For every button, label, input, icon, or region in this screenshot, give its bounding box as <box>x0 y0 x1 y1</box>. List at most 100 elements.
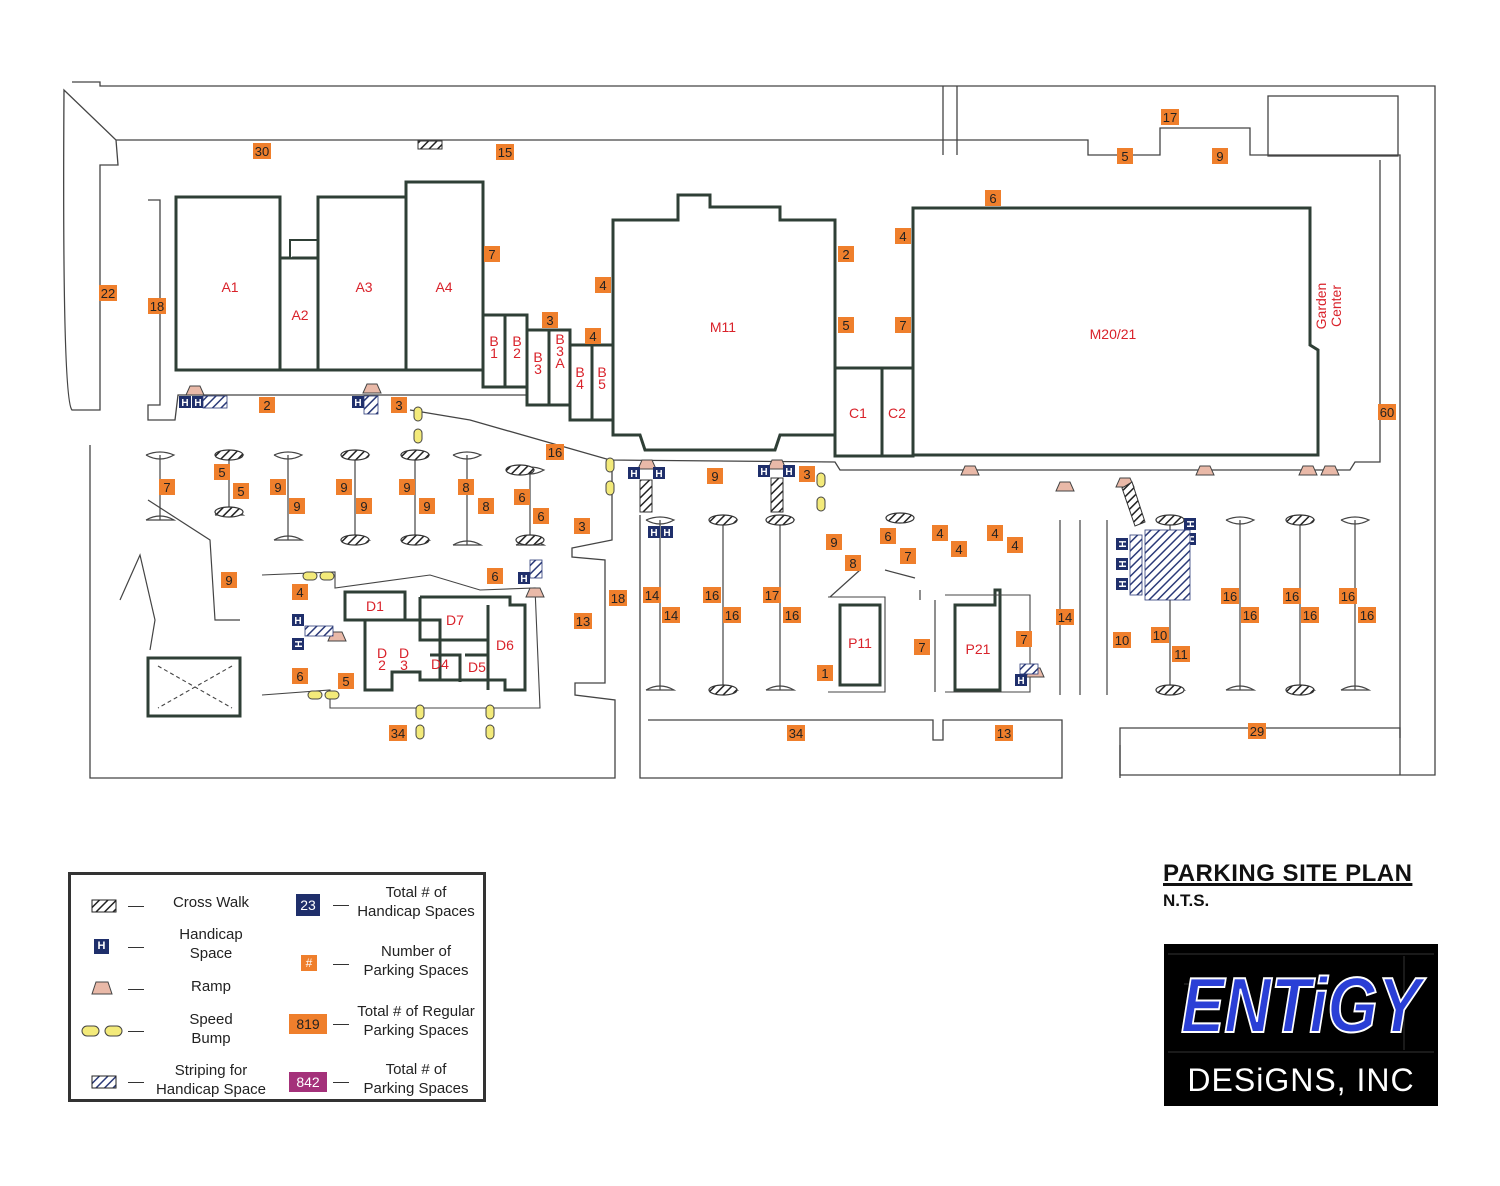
building-label-d6: D6 <box>496 637 514 653</box>
site-perimeter <box>63 81 1436 779</box>
svg-text:6: 6 <box>491 569 498 584</box>
lot-count-badge: 6 <box>292 668 308 684</box>
svg-text:H: H <box>1186 535 1197 542</box>
lot-count-badge: 9 <box>221 572 237 588</box>
logo-subtitle: DESiGNS, INC <box>1187 1062 1415 1098</box>
lot-count-badge: 34 <box>389 725 407 741</box>
handicap-space-icon: H <box>1116 538 1129 550</box>
building-label-m11: M11 <box>710 319 736 335</box>
lot-count-badge: 9 <box>399 479 415 495</box>
lot-count-badge: 5 <box>338 673 354 689</box>
lot-count-badge: 9 <box>270 479 286 495</box>
svg-text:18: 18 <box>150 299 164 314</box>
lot-count-badge: 9 <box>336 479 352 495</box>
handicap-space-icon: H <box>1116 558 1129 570</box>
svg-text:1: 1 <box>821 666 828 681</box>
svg-text:H: H <box>1118 540 1129 547</box>
lot-count-badge: 30 <box>253 143 271 159</box>
svg-text:H: H <box>1118 580 1129 587</box>
svg-text:3: 3 <box>578 519 585 534</box>
building-label-a2: A2 <box>291 307 308 323</box>
lot-count-badge: 9 <box>1212 148 1228 164</box>
lot-count-badge: 3 <box>391 397 407 413</box>
legend-ramp: Ramp <box>190 978 231 995</box>
svg-text:8: 8 <box>849 556 856 571</box>
building-label-p21: P21 <box>966 641 991 657</box>
svg-text:9: 9 <box>423 499 430 514</box>
lot-count-badge: 2 <box>259 397 275 413</box>
svg-text:17: 17 <box>765 588 779 603</box>
legend-handicap-line2: Space <box>189 945 233 962</box>
handicap-space-icon: H <box>783 465 795 478</box>
svg-text:34: 34 <box>789 726 803 741</box>
legend-total-all-line2: Parking Spaces <box>363 1080 469 1097</box>
svg-text:3: 3 <box>395 398 402 413</box>
lot-count-badge: 18 <box>609 590 627 606</box>
lot-count-badge: 29 <box>1248 723 1266 739</box>
lot-count-badge: 7 <box>1016 631 1032 647</box>
svg-text:H: H <box>1118 560 1129 567</box>
svg-text:22: 22 <box>101 286 115 301</box>
legend-total-handicap-line1: Total # of <box>385 884 447 901</box>
handicap-striping <box>304 625 334 637</box>
lot-count-badge: 15 <box>496 144 514 160</box>
svg-text:4: 4 <box>1011 538 1018 553</box>
svg-text:4: 4 <box>936 526 943 541</box>
lot-count-badge: 4 <box>292 584 308 600</box>
handicap-striping <box>1144 529 1191 601</box>
lot-count-badge: 9 <box>826 534 842 550</box>
svg-text:16: 16 <box>1303 608 1317 623</box>
legend-speed-line1: Speed <box>189 1011 233 1028</box>
handicap-space-icon: H <box>1015 674 1027 687</box>
svg-text:16: 16 <box>1285 589 1299 604</box>
svg-text:16: 16 <box>705 588 719 603</box>
building-C1 <box>833 366 884 458</box>
total-all-badge: 842 <box>289 1072 327 1092</box>
ramp-legend-icon <box>91 981 113 995</box>
building-A4 <box>404 180 485 372</box>
svg-text:9: 9 <box>403 480 410 495</box>
lot-count-badge: 5 <box>1117 148 1133 164</box>
building-label-d5: D5 <box>468 659 486 675</box>
total-handicap-badge: 23 <box>296 894 320 916</box>
lot-count-badge: 17 <box>1161 109 1179 125</box>
lot-count-badge: 8 <box>845 555 861 571</box>
lot-count-badge: 16 <box>723 607 741 623</box>
svg-text:H: H <box>630 469 637 480</box>
lot-count-badge: 16 <box>1283 588 1301 604</box>
handicap-striping <box>529 559 543 579</box>
svg-text:6: 6 <box>518 490 525 505</box>
svg-text:34: 34 <box>391 726 405 741</box>
svg-text:9: 9 <box>340 480 347 495</box>
lot-count-badge: 4 <box>932 525 948 541</box>
building-label-a1: A1 <box>221 279 238 295</box>
lot-count-badge: 5 <box>233 483 249 499</box>
svg-text:13: 13 <box>576 614 590 629</box>
legend-handicap-line1: Handicap <box>179 926 243 943</box>
lot-count-badge: 16 <box>783 607 801 623</box>
svg-text:ENTiGY: ENTiGY <box>1181 961 1426 1049</box>
handicap-space-icon: H <box>179 396 191 409</box>
svg-text:10: 10 <box>1115 633 1129 648</box>
handicap-space-icon: H <box>352 396 364 409</box>
svg-text:8: 8 <box>462 480 469 495</box>
lot-count-badge: 7 <box>159 479 175 495</box>
svg-text:4: 4 <box>599 278 606 293</box>
svg-text:6: 6 <box>884 529 891 544</box>
legend-number-line1: Number of <box>380 943 452 960</box>
svg-text:8: 8 <box>482 499 489 514</box>
lot-count-badge: 8 <box>458 479 474 495</box>
svg-text:5: 5 <box>237 484 244 499</box>
legend-cross-walk: Cross Walk <box>172 894 250 911</box>
building-P11 <box>838 603 882 687</box>
building-A2-notch <box>289 239 318 258</box>
lot-count-badge: 34 <box>787 725 805 741</box>
lot-count-badge: 5 <box>214 464 230 480</box>
svg-text:H: H <box>181 398 188 409</box>
speed-bump-legend-icon <box>81 1025 123 1037</box>
svg-text:4: 4 <box>899 229 906 244</box>
svg-text:H: H <box>650 528 657 539</box>
svg-text:2: 2 <box>842 247 849 262</box>
